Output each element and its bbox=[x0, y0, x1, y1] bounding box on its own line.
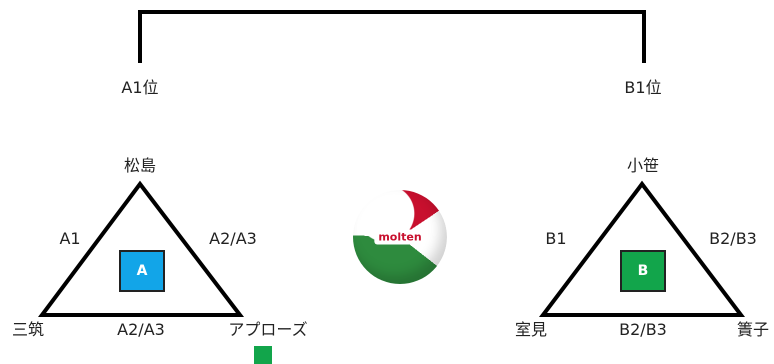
top-label-b1: B1位 bbox=[624, 78, 662, 97]
team-b-side-right: B2/B3 bbox=[709, 229, 757, 248]
team-a-bottom-left: 三筑 bbox=[11, 320, 45, 339]
team-b-bottom-right: 簀子 bbox=[736, 320, 770, 339]
team-b-top: 小笹 bbox=[626, 156, 660, 175]
team-a-side-right: A2/A3 bbox=[209, 229, 257, 248]
triangle-b bbox=[538, 180, 746, 317]
top-label-a1: A1位 bbox=[121, 78, 159, 97]
triangle-a bbox=[38, 180, 245, 317]
green-square-marker bbox=[254, 346, 272, 364]
team-a-side-bottom: A2/A3 bbox=[117, 320, 165, 339]
team-a-bottom-right: アプローズ bbox=[228, 320, 308, 339]
team-b-side-left: B1 bbox=[545, 229, 567, 248]
group-a-box: A bbox=[119, 250, 165, 292]
team-a-side-left: A1 bbox=[59, 229, 81, 248]
group-b-box: B bbox=[620, 250, 666, 292]
bracket-line bbox=[138, 10, 646, 63]
team-b-bottom-left: 室見 bbox=[514, 320, 548, 339]
team-b-side-bottom: B2/B3 bbox=[619, 320, 667, 339]
team-a-top: 松島 bbox=[123, 156, 157, 175]
ball-brand-text: molten bbox=[374, 229, 426, 245]
volleyball-image: molten bbox=[353, 190, 447, 284]
